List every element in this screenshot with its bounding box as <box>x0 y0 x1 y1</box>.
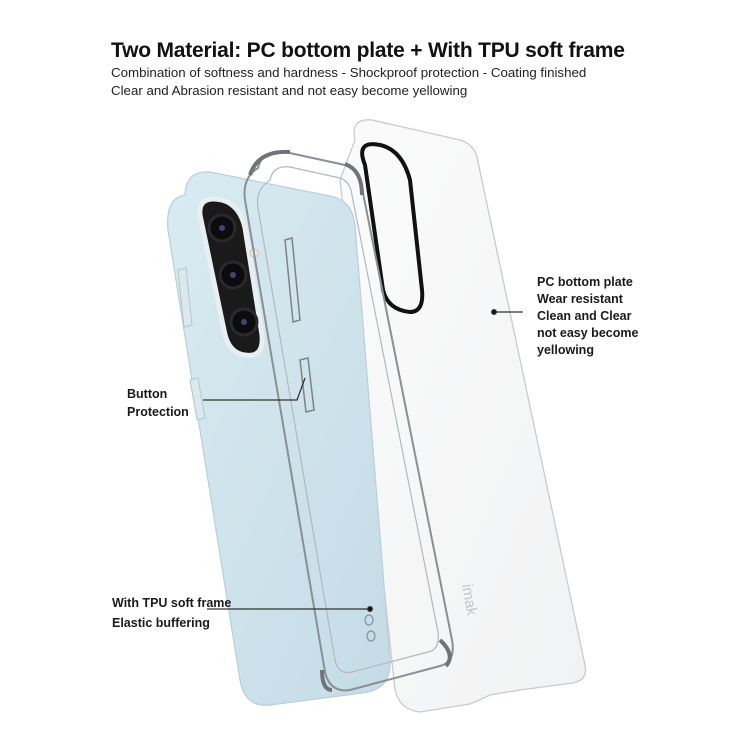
callout-text: PC bottom plate <box>537 275 633 289</box>
subtitle-line-1: Combination of softness and hardness - S… <box>111 65 587 80</box>
phone <box>167 171 391 706</box>
callout-text: not easy become <box>537 326 639 340</box>
callout-lines <box>203 309 523 612</box>
subtitle-line-2: Clear and Abrasion resistant and not eas… <box>111 83 468 98</box>
pc-bottom-plate <box>339 119 587 713</box>
side-button <box>177 267 193 328</box>
header: Two Material: PC bottom plate + With TPU… <box>111 38 671 100</box>
tpu-frame <box>243 149 454 692</box>
callout-text: yellowing <box>537 343 594 357</box>
callout-button-protection: Button Protection <box>127 385 189 421</box>
callout-text: With TPU soft frame <box>112 596 232 610</box>
port-hole <box>364 614 374 626</box>
callout-pc-plate: PC bottom plate Wear resistant Clean and… <box>537 274 638 359</box>
brand-watermark: imak <box>458 583 480 618</box>
callout-text: Wear resistant <box>537 292 623 306</box>
camera-module <box>197 196 265 358</box>
callout-text: Protection <box>127 405 189 419</box>
page-title: Two Material: PC bottom plate + With TPU… <box>111 39 625 62</box>
callout-tpu-frame: With TPU soft frame Elastic buffering <box>112 593 231 633</box>
callout-text: Clean and Clear <box>537 309 632 323</box>
button-cover <box>284 237 301 323</box>
callout-text: Elastic buffering <box>112 616 210 630</box>
camera-cutout-ring <box>360 142 425 315</box>
button-cover <box>299 357 315 413</box>
side-button <box>189 377 206 421</box>
port-hole <box>366 630 376 642</box>
callout-text: Button <box>127 387 168 401</box>
